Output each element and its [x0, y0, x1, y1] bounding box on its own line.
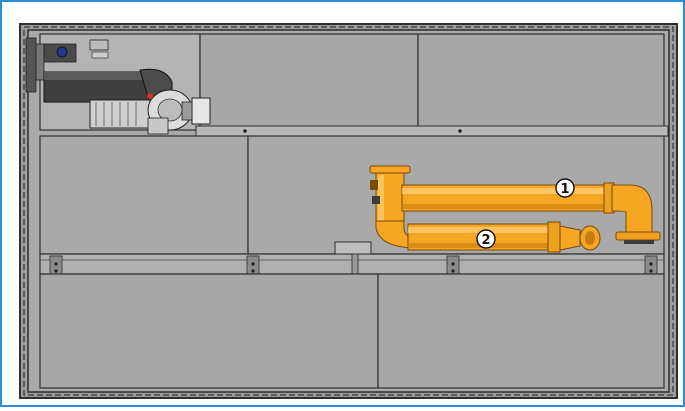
- lower-panels: [39, 273, 665, 389]
- callout-1: 1: [555, 178, 575, 198]
- callout-2-label: 2: [481, 233, 490, 248]
- callout-2: 2: [476, 229, 496, 249]
- pump-assembly: [25, 37, 211, 135]
- callout-1-label: 1: [560, 182, 569, 197]
- upper-panels: [195, 33, 669, 137]
